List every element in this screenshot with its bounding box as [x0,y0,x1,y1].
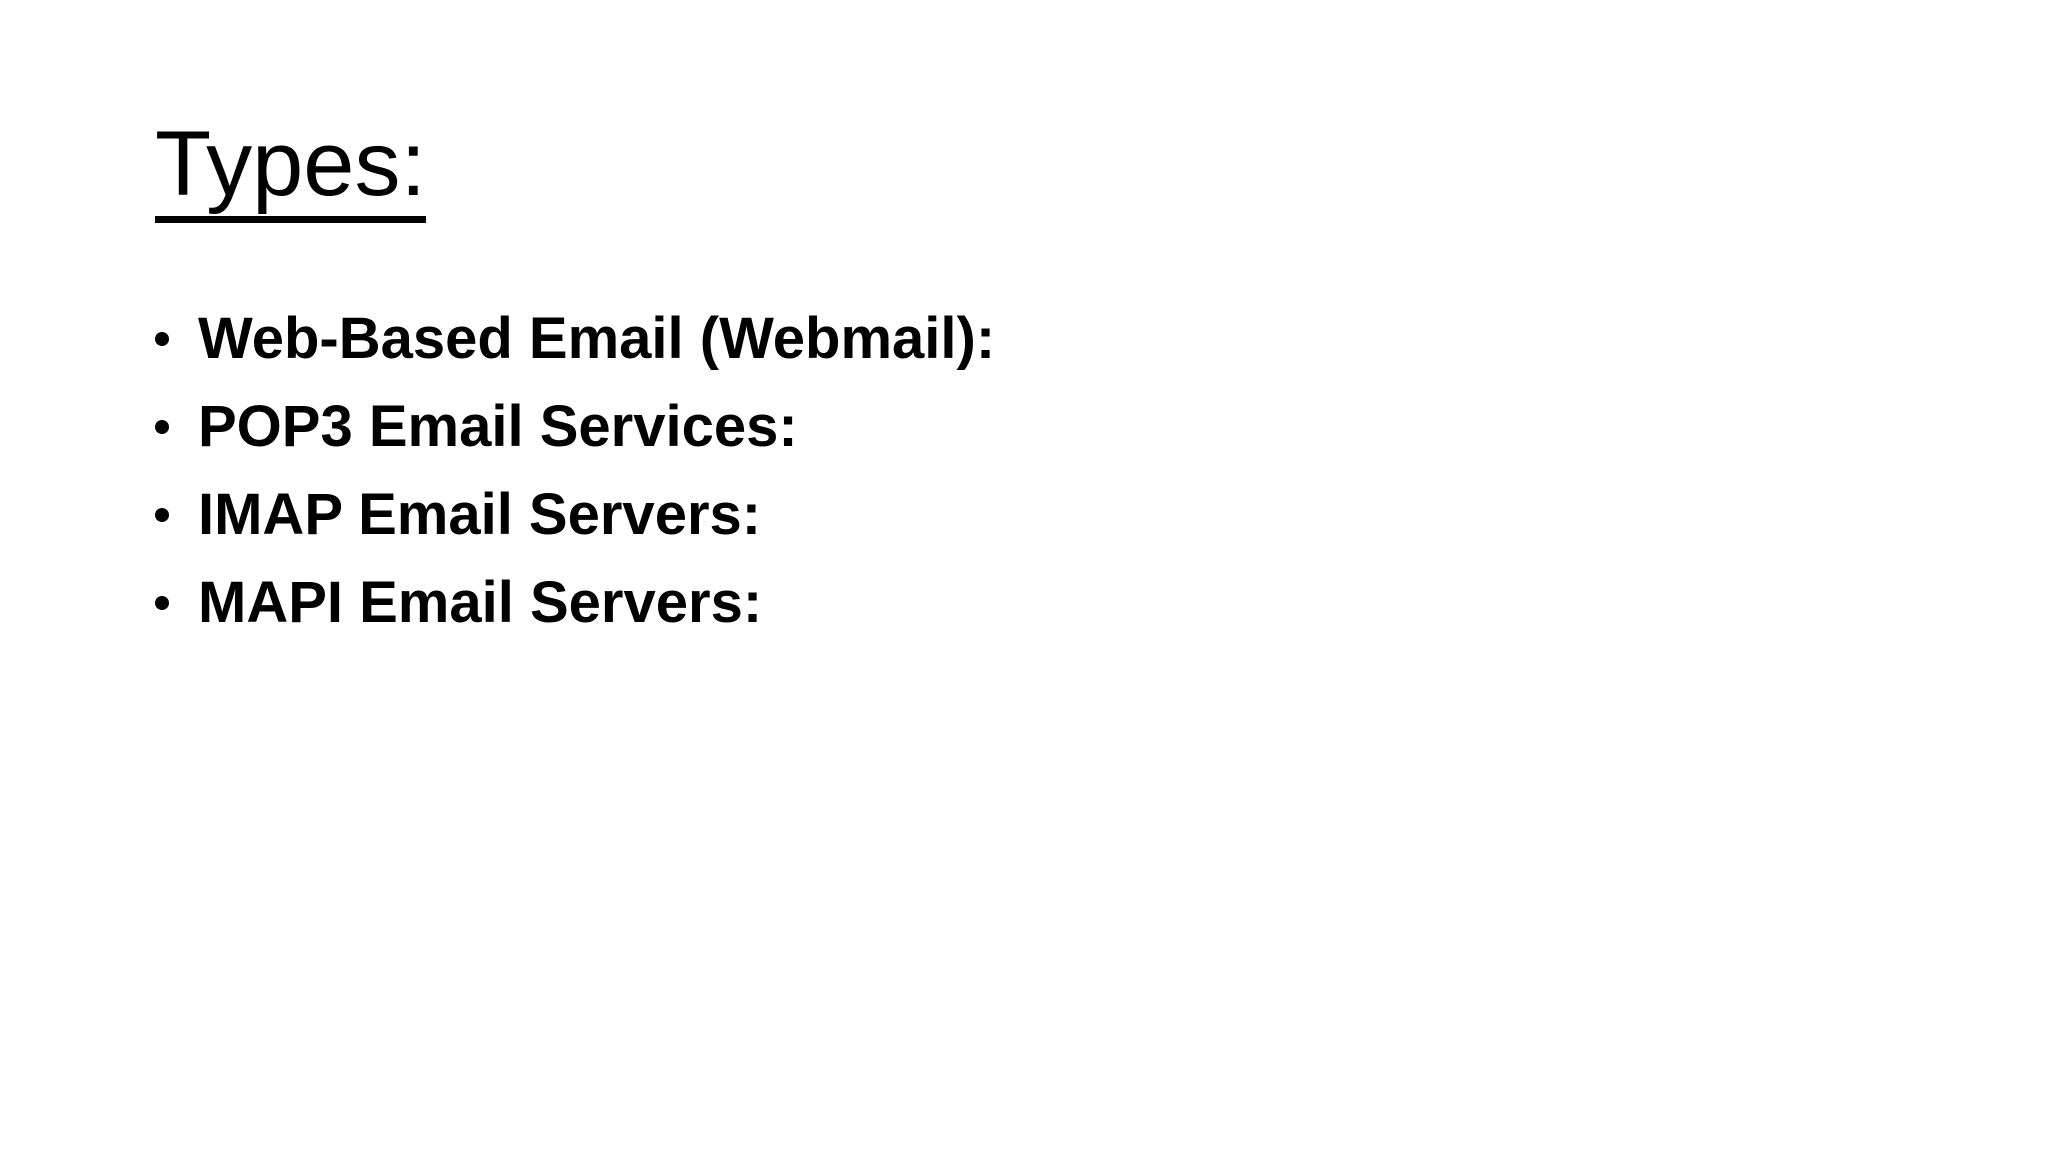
list-item: IMAP Email Servers: [155,486,995,544]
bullet-icon [155,420,169,434]
slide-title: Types: [155,118,427,223]
bullet-label-pop3: POP3 Email Services: [198,394,798,459]
bullet-icon [155,332,169,346]
bullet-label-webmail: Web-Based Email (Webmail): [198,306,996,371]
list-item: POP3 Email Services: [155,398,995,456]
bullet-label-mapi: MAPI Email Servers: [198,570,763,635]
list-item: Web-Based Email (Webmail): [155,310,995,368]
list-item: MAPI Email Servers: [155,574,995,632]
bullet-list: Web-Based Email (Webmail): POP3 Email Se… [155,310,995,632]
bullet-icon [155,596,169,610]
bullet-label-imap: IMAP Email Servers: [198,482,762,547]
bullet-icon [155,508,169,522]
slide-title-text: Types: [155,118,427,223]
